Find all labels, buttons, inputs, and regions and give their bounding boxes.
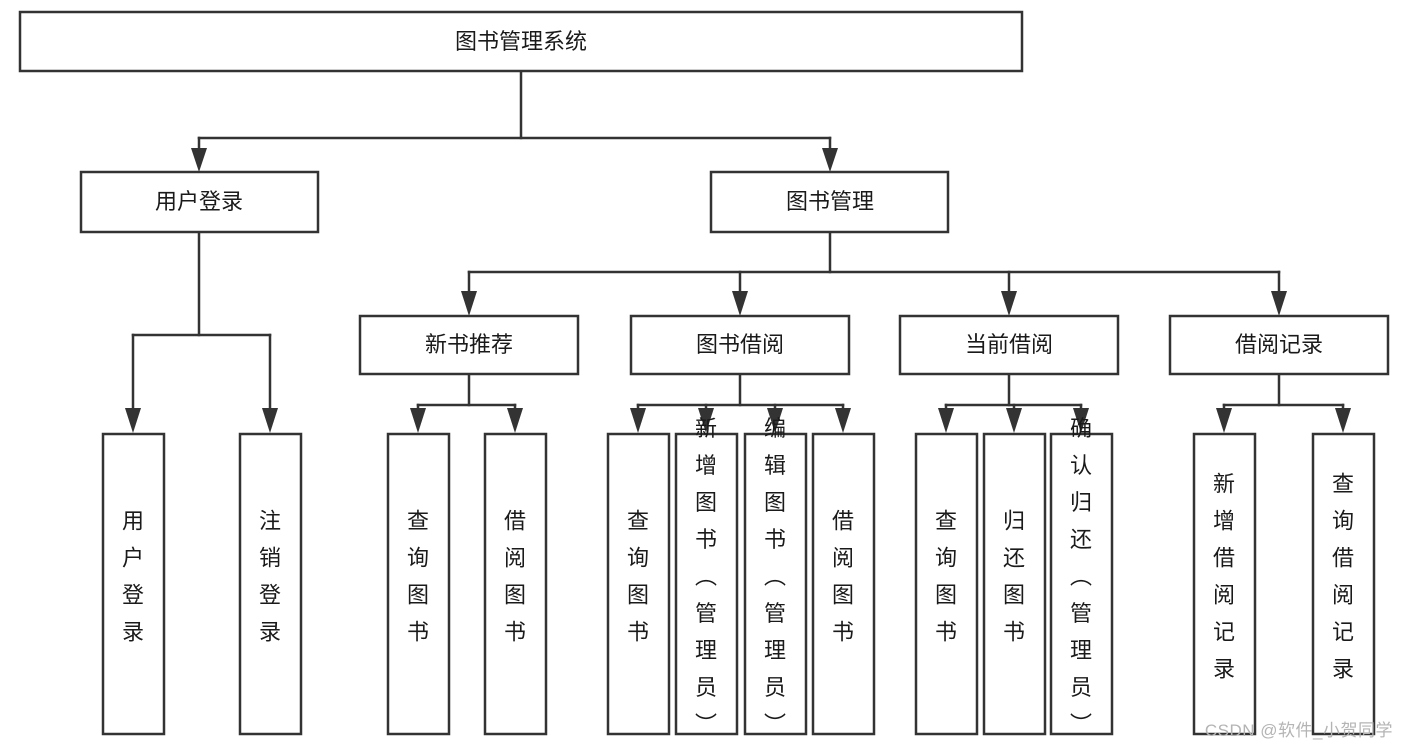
node-book-manage[interactable]: 图书管理 [709,170,950,234]
node-user-login-box[interactable] [79,170,320,234]
node-book-borrow-label: 图书借阅 [696,332,784,357]
node-current-borrow[interactable]: 当前借阅 [898,314,1120,376]
connector-group-borrow-record-to-leaves [1216,372,1351,433]
arrow-head-book-borrow [732,291,748,316]
leaf-confirm-return-label: 确认归还︵管理员︶ [1070,416,1092,737]
leaf-query-book-3-box[interactable] [914,432,979,736]
arrow-head-user-login [191,148,207,172]
leaf-add-book-box[interactable] [674,432,739,736]
leaf-add-record[interactable]: 新增借阅记录 [1192,432,1257,736]
leaf-borrow-book-2[interactable]: 借阅图书 [811,432,876,736]
arrow-head-leaf-add-record [1216,408,1232,433]
node-root-box[interactable] [18,10,1024,73]
node-root-label: 图书管理系统 [455,29,587,54]
arrow-head-book-manage [822,148,838,172]
node-current-borrow-label: 当前借阅 [965,332,1053,357]
arrow-head-leaf-borrow-book-1 [507,408,523,433]
node-book-borrow[interactable]: 图书借阅 [629,314,851,376]
arrow-head-leaf-query-book-3 [938,408,954,433]
arrow-head-leaf-add-book [698,408,714,433]
connector-group-user-login-to-leaves [125,230,278,433]
leaf-return-book[interactable]: 归还图书 [982,432,1047,736]
leaf-add-record-box[interactable] [1192,432,1257,736]
leaf-add-book[interactable]: 新增图书︵管理员︶ [674,416,739,737]
leaf-query-record[interactable]: 查询借阅记录 [1311,432,1376,736]
leaf-borrow-book-1[interactable]: 借阅图书 [483,432,548,736]
node-current-borrow-box[interactable] [898,314,1120,376]
node-borrow-record-box[interactable] [1168,314,1390,376]
connector-group-current-borrow-to-leaves [938,372,1089,433]
arrow-head-current-borrow [1001,291,1017,316]
leaf-return-book-box[interactable] [982,432,1047,736]
leaf-logout-box[interactable] [238,432,303,736]
node-new-book-rec[interactable]: 新书推荐 [358,314,580,376]
connector-group-book-manage-to-level3 [461,230,1287,316]
node-borrow-record[interactable]: 借阅记录 [1168,314,1390,376]
node-book-borrow-box[interactable] [629,314,851,376]
leaf-user-login-label: 用户登录 [122,509,144,645]
arrow-head-new-book-rec [461,291,477,316]
leaf-edit-book-label: 编辑图书︵管理员︶ [764,416,786,737]
leaf-add-book-label: 新增图书︵管理员︶ [695,416,717,737]
arrow-head-leaf-return-book [1006,408,1022,433]
node-user-login-label: 用户登录 [155,189,243,214]
arrow-head-leaf-borrow-book-2 [835,408,851,433]
node-new-book-rec-label: 新书推荐 [425,332,513,357]
leaf-query-book-1[interactable]: 查询图书 [386,432,451,736]
arrow-head-borrow-record [1271,291,1287,316]
leaf-add-record-label: 新增借阅记录 [1213,472,1235,682]
node-book-manage-label: 图书管理 [786,189,874,214]
leaf-query-record-box[interactable] [1311,432,1376,736]
leaf-edit-book-box[interactable] [743,432,808,736]
node-book-manage-box[interactable] [709,170,950,234]
leaf-borrow-book-1-box[interactable] [483,432,548,736]
leaf-query-book-2[interactable]: 查询图书 [606,432,671,736]
leaf-borrow-book-1-label: 借阅图书 [504,509,526,645]
arrow-head-leaf-logout [262,408,278,433]
arrow-head-leaf-confirm-return [1073,408,1089,433]
leaf-confirm-return-box[interactable] [1049,432,1114,736]
leaf-query-book-2-box[interactable] [606,432,671,736]
node-new-book-rec-box[interactable] [358,314,580,376]
leaf-borrow-book-2-box[interactable] [811,432,876,736]
leaf-logout[interactable]: 注销登录 [238,432,303,736]
leaf-query-book-3-label: 查询图书 [935,509,957,645]
connector-group-root-to-level2 [191,69,838,172]
leaf-query-book-1-box[interactable] [386,432,451,736]
node-user-login[interactable]: 用户登录 [79,170,320,234]
leaf-query-record-label: 查询借阅记录 [1332,472,1354,682]
leaf-logout-label: 注销登录 [259,509,281,645]
connector-group-new-book-rec-to-leaves [410,372,523,433]
leaf-borrow-book-2-label: 借阅图书 [832,509,854,645]
leaf-query-book-2-label: 查询图书 [627,509,649,645]
arrow-head-leaf-user-login [125,408,141,433]
node-borrow-record-label: 借阅记录 [1235,332,1323,357]
connector-group-book-borrow-to-leaves [630,372,851,433]
arrow-head-leaf-query-record [1335,408,1351,433]
arrow-head-leaf-edit-book [767,408,783,433]
leaf-edit-book[interactable]: 编辑图书︵管理员︶ [743,416,808,737]
leaf-return-book-label: 归还图书 [1003,509,1025,645]
leaf-user-login-box[interactable] [101,432,166,736]
node-root[interactable]: 图书管理系统 [18,10,1024,73]
leaf-user-login[interactable]: 用户登录 [101,432,166,736]
leaf-confirm-return[interactable]: 确认归还︵管理员︶ [1049,416,1114,737]
arrow-head-leaf-query-book-2 [630,408,646,433]
leaf-query-book-3[interactable]: 查询图书 [914,432,979,736]
leaf-query-book-1-label: 查询图书 [407,509,429,645]
arrow-head-leaf-query-book-1 [410,408,426,433]
